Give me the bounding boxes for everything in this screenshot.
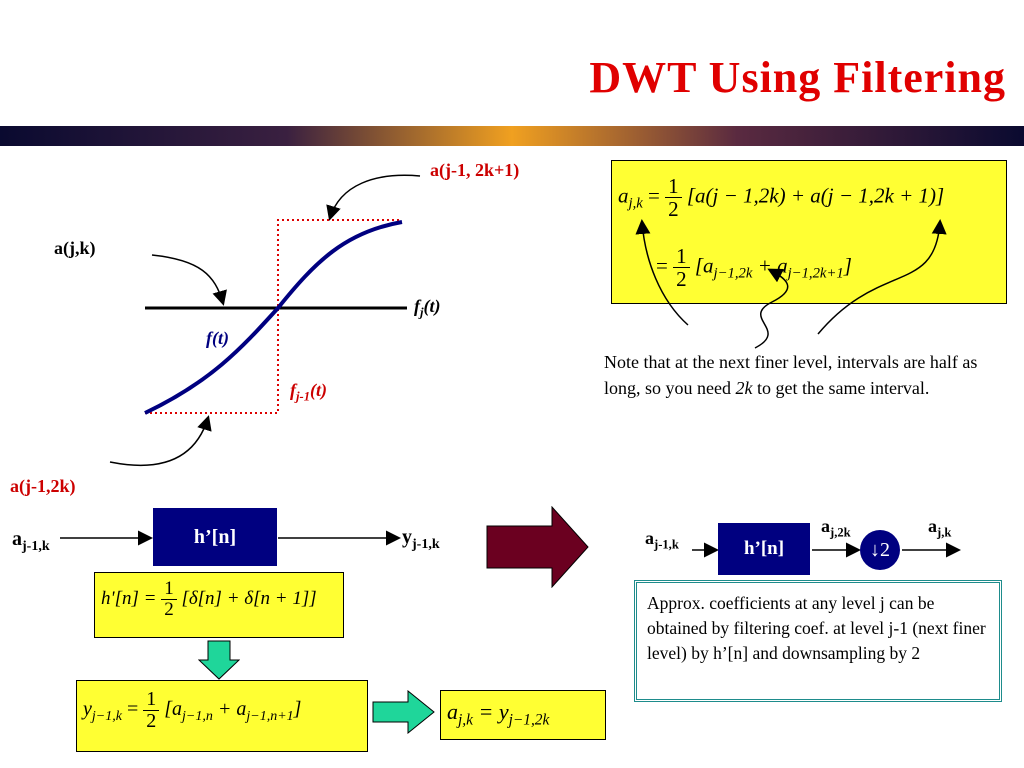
page-title: DWT Using Filtering [589,53,1006,102]
pointer-left [635,219,689,326]
downsample-node: ↓2 [860,530,900,570]
result-equation-box: aj,k = yj−1,2k [440,690,606,740]
green-down-arrow [198,640,240,680]
filter-input-label: aj-1,k [12,528,50,554]
note-text: Note that at the next finer level, inter… [604,352,978,398]
pointer-right [817,219,947,335]
label-a-j1-2k: a(j-1,2k) [10,476,76,496]
filter-right-output-label: aj,k [928,516,952,540]
filter-output-label: yj-1,k [402,526,440,552]
filter-right-mid-label: aj,2k [821,516,851,540]
filter-right-input-label: aj-1,k [645,528,679,552]
step-function-plot [109,174,421,466]
filter-right-lines [692,542,961,558]
equation-pointers [635,219,947,349]
pointer-middle [754,268,789,349]
filter-box-left: h’[n] [153,508,277,566]
arrow-top-pointer [326,174,421,221]
label-a-j1-2k1: a(j-1, 2k+1) [430,160,520,180]
arrow-bottom-pointer [109,415,212,466]
filter-box-right: h’[n] [718,523,810,575]
arrow-ajk-pointer [151,254,227,306]
label-fj1-t: fj-1(t) [290,380,327,404]
step-outline [145,219,402,414]
approx-coefficients-note: Approx. coefficients at any level j can … [634,580,1002,702]
label-f-t: f(t) [206,328,229,348]
label-fj-t: fj(t) [414,296,441,320]
big-right-arrow [486,506,589,588]
result-equation: aj,k = yj−1,2k [447,699,550,729]
title-divider-bar [0,126,1024,146]
label-a-jk: a(j,k) [54,238,96,258]
green-right-arrow [372,690,435,734]
filter-left-lines [60,530,401,546]
ft-curve [144,220,403,415]
